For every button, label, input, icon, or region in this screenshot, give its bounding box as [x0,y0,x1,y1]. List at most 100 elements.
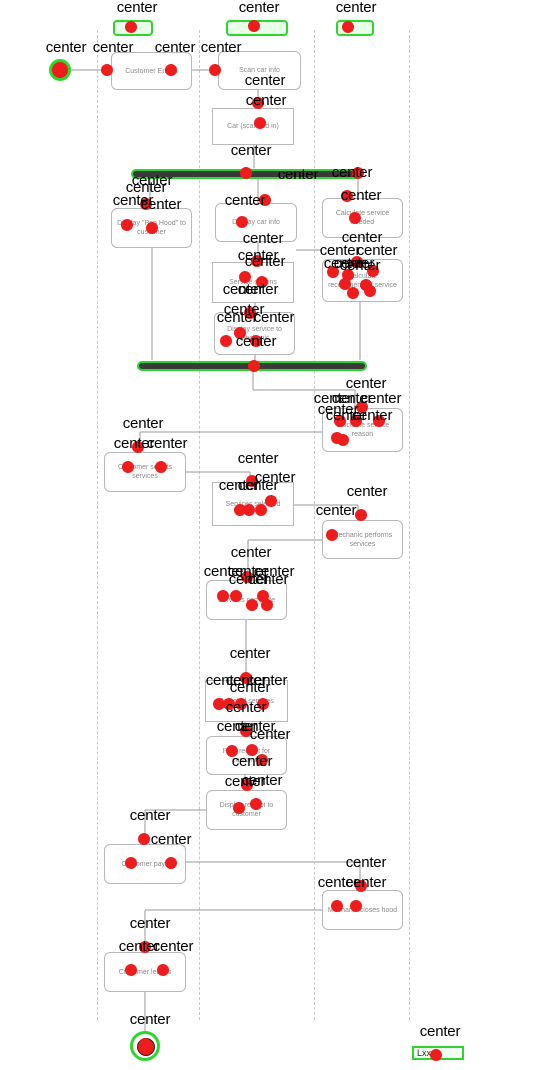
center-marker-label: center [125,179,167,196]
center-marker-label: center [335,0,377,16]
center-marker-label: center [241,772,283,789]
center-marker-label: center [227,563,269,580]
center-marker-dot [254,117,266,129]
center-marker-dot [121,219,133,231]
center-marker-label: center [245,92,287,109]
center-marker-dot [240,672,252,684]
center-marker-label: center [228,571,270,588]
center-marker-dot [364,285,376,297]
center-marker-label: center [247,571,289,588]
center-marker-dot [355,509,367,521]
node-scan-car-info: Scan car info [218,51,301,90]
center-marker-dot [213,698,225,710]
center-marker-dot [350,900,362,912]
center-marker-label: center [122,415,164,432]
center-marker-dot [334,415,346,427]
center-marker-dot [250,798,262,810]
center-marker-dot [352,167,364,179]
center-marker-dot [139,1038,151,1050]
node-display-car-info: Display car info [215,203,297,242]
center-marker-label: center [205,672,247,689]
center-marker-label: center [341,229,383,246]
center-marker-label: center [140,196,182,213]
center-marker-dot [248,360,260,372]
center-marker-label: center [246,672,288,689]
center-marker-dot [331,900,343,912]
center-marker-dot [349,212,361,224]
center-marker-label: center [150,831,192,848]
center-marker-label: center [225,672,267,689]
center-marker-dot [241,571,253,583]
center-marker-dot [236,216,248,228]
center-marker-dot [240,167,252,179]
center-marker-label: center [118,938,160,955]
center-marker-dot [223,698,235,710]
center-marker-dot [165,857,177,869]
center-marker-label: center [345,375,387,392]
center-marker-label: center [346,483,388,500]
center-marker-dot [241,779,253,791]
center-marker-label: center [351,407,393,424]
center-marker-label: center [200,39,242,56]
node-customer-enters: Customer Enters [111,52,192,90]
center-marker-label: center [277,166,319,183]
center-marker-label: center [92,39,134,56]
center-marker-label: center [313,390,355,407]
center-marker-dot [255,504,267,516]
lane-divider [199,30,200,1020]
center-marker-label: center [224,192,266,209]
center-marker-label: center [333,255,375,272]
center-marker-label: center [419,1023,461,1040]
lane-divider [314,30,315,1020]
center-marker-dot [138,833,150,845]
lane-divider [409,30,410,1020]
center-marker-label: center [331,390,373,407]
center-marker-label: center [216,309,258,326]
center-marker-dot [54,64,66,76]
center-marker-label: center [225,699,267,716]
center-marker-label: center [224,773,266,790]
center-marker-label: center [345,854,387,871]
center-marker-dot [157,964,169,976]
center-marker-dot [337,434,349,446]
center-marker-dot [355,880,367,892]
center-marker-dot [233,802,245,814]
center-marker-label: center [235,333,277,350]
node-calculate-service: Calculate service needed [322,198,403,238]
center-marker-dot [217,590,229,602]
center-marker-label: center [244,253,286,270]
center-marker-label: center [242,230,284,247]
center-marker-dot [251,255,263,267]
center-marker-label: center [229,645,271,662]
center-marker-dot [125,964,137,976]
center-marker-dot [125,21,137,33]
center-marker-label: center [154,39,196,56]
center-marker-label: center [315,502,357,519]
center-marker-dot [373,415,385,427]
center-marker-dot [132,441,144,453]
center-marker-dot [139,941,151,953]
center-marker-dot [155,461,167,473]
center-marker-label: center [238,0,280,16]
center-marker-label: center [203,563,245,580]
center-marker-label: center [129,915,171,932]
center-marker-dot [165,64,177,76]
center-marker-label: center [116,0,158,16]
center-marker-label: center [254,469,296,486]
center-marker-dot [226,745,238,757]
lane-divider [97,30,98,1020]
center-marker-dot [350,415,362,427]
center-marker-dot [259,194,271,206]
center-marker-label: center [112,192,154,209]
center-marker-label: center [325,407,367,424]
center-marker-dot [146,222,158,234]
center-marker-dot [246,599,258,611]
center-marker-dot [339,278,351,290]
center-marker-label: center [230,142,272,159]
center-marker-dot [101,64,113,76]
center-marker-label: center [230,544,272,561]
center-marker-label: center [237,247,279,264]
center-marker-dot [347,287,359,299]
